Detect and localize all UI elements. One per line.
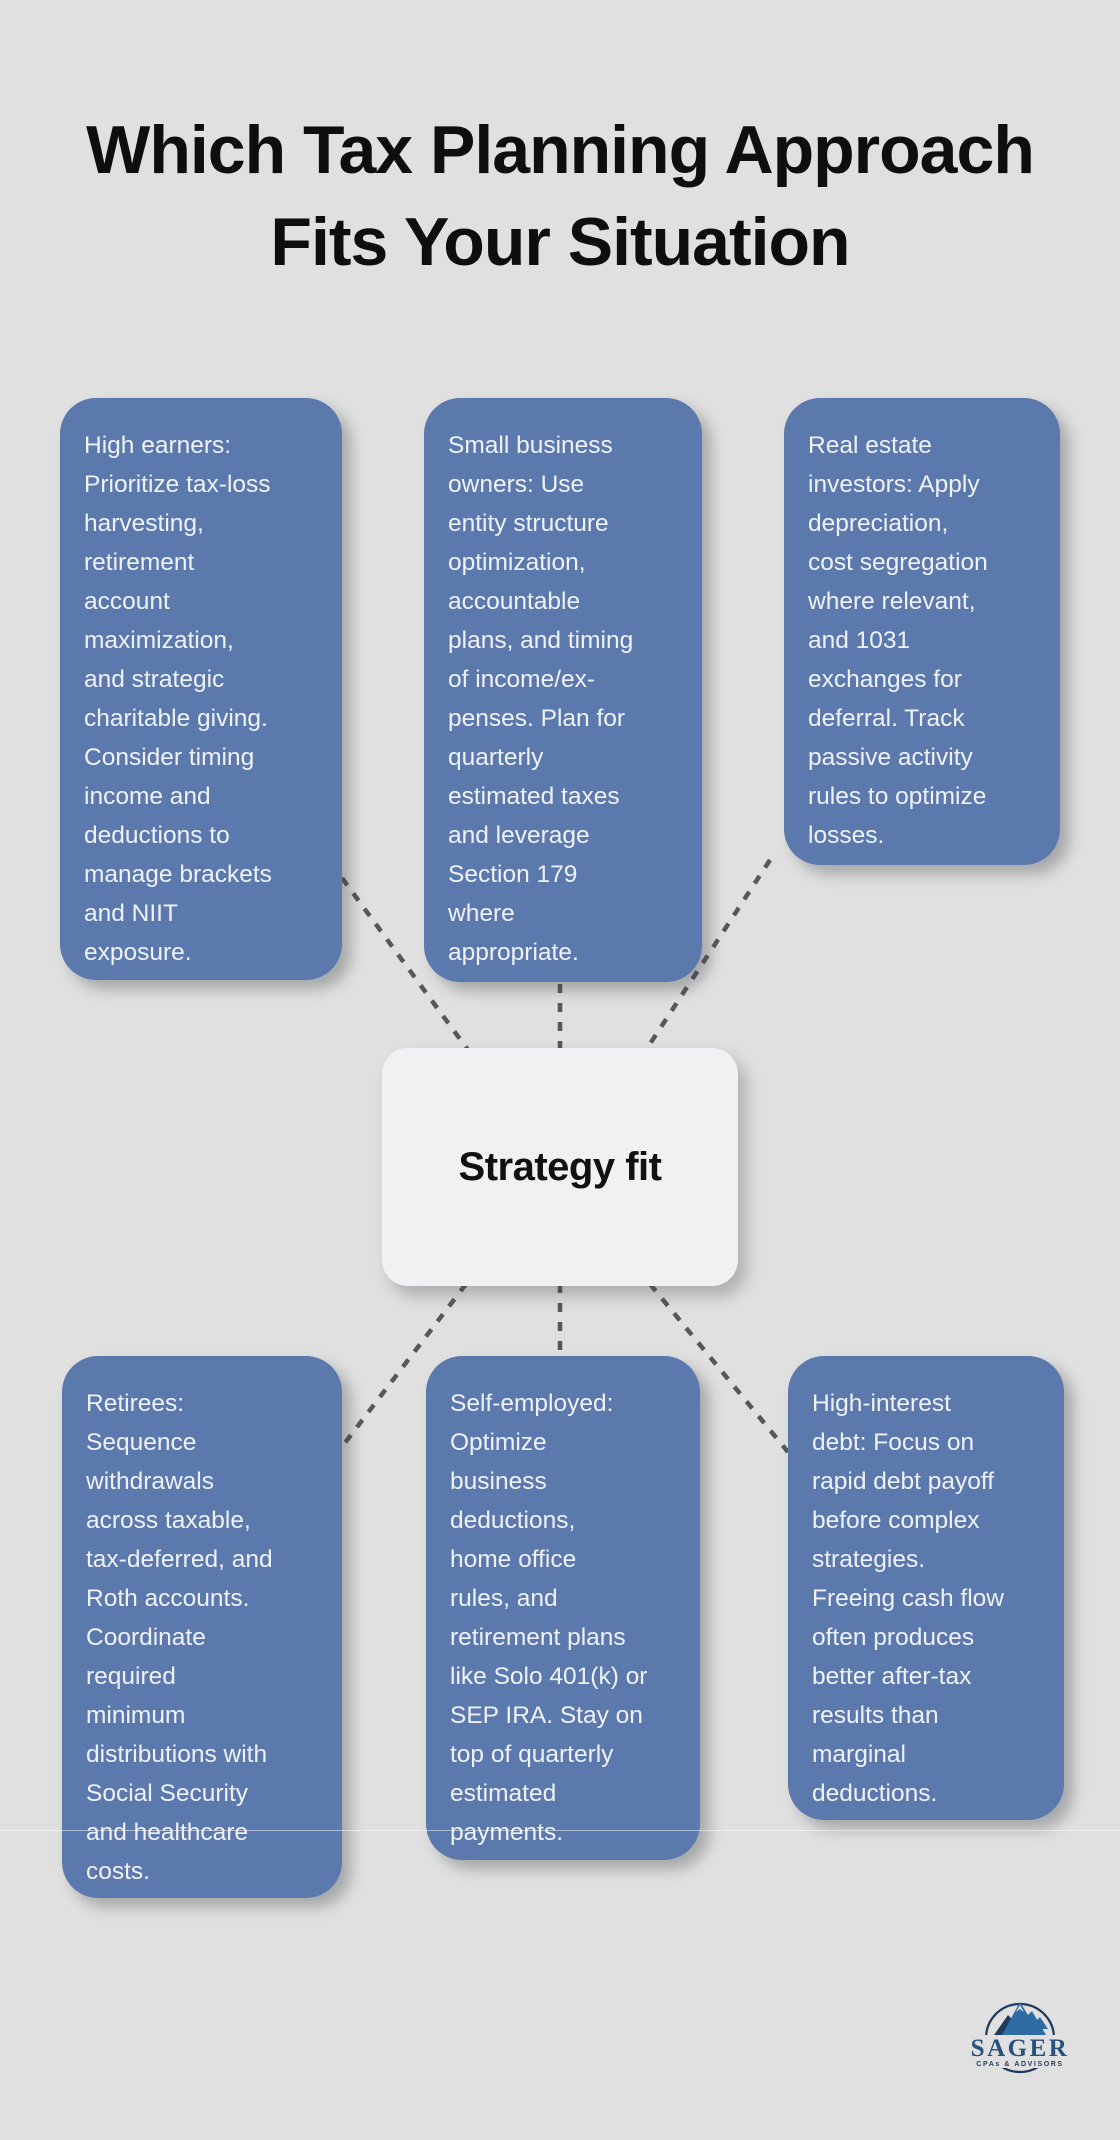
node-self-employed-text: Self-employed: Optimize business deducti… bbox=[450, 1390, 648, 1846]
node-high-earners-text: High earners: Prioritize tax-loss harves… bbox=[84, 432, 272, 966]
logo-tagline: CPAs & ADVISORS bbox=[976, 2061, 1063, 2068]
node-high-earners: High earners: Prioritize tax-loss harves… bbox=[60, 398, 342, 980]
node-retirees: Retirees: Sequence withdrawals across ta… bbox=[62, 1356, 342, 1898]
logo-text-mask bbox=[954, 2035, 1086, 2059]
mountain-icon bbox=[994, 2002, 1048, 2035]
node-self-employed: Self-employed: Optimize business deducti… bbox=[426, 1356, 700, 1860]
page-title: Which Tax Planning Approach Fits Your Si… bbox=[0, 104, 1120, 288]
center-node-strategy-fit: Strategy fit bbox=[382, 1048, 738, 1286]
page-title-line2: Fits Your Situation bbox=[270, 204, 850, 280]
node-high-interest-debt-text: High-interest debt: Focus on rapid debt … bbox=[812, 1390, 1005, 1807]
logo-tagline-mask bbox=[988, 2059, 1052, 2068]
sager-logo: SAGER CPAs & ADVISORS bbox=[954, 2002, 1086, 2074]
center-node-label: Strategy fit bbox=[458, 1144, 662, 1189]
node-real-estate-investors-text: Real estate investors: Apply depreciatio… bbox=[808, 432, 988, 849]
node-retirees-text: Retirees: Sequence withdrawals across ta… bbox=[86, 1390, 273, 1885]
page-title-line1: Which Tax Planning Approach bbox=[86, 112, 1035, 188]
node-high-interest-debt: High-interest debt: Focus on rapid debt … bbox=[788, 1356, 1064, 1820]
logo-wordmark: SAGER bbox=[971, 2035, 1070, 2062]
node-real-estate-investors: Real estate investors: Apply depreciatio… bbox=[784, 398, 1060, 865]
background-seam-line bbox=[0, 1830, 1120, 1831]
node-small-business-owners-text: Small business owners: Use entity struct… bbox=[448, 432, 634, 966]
node-small-business-owners: Small business owners: Use entity struct… bbox=[424, 398, 702, 982]
